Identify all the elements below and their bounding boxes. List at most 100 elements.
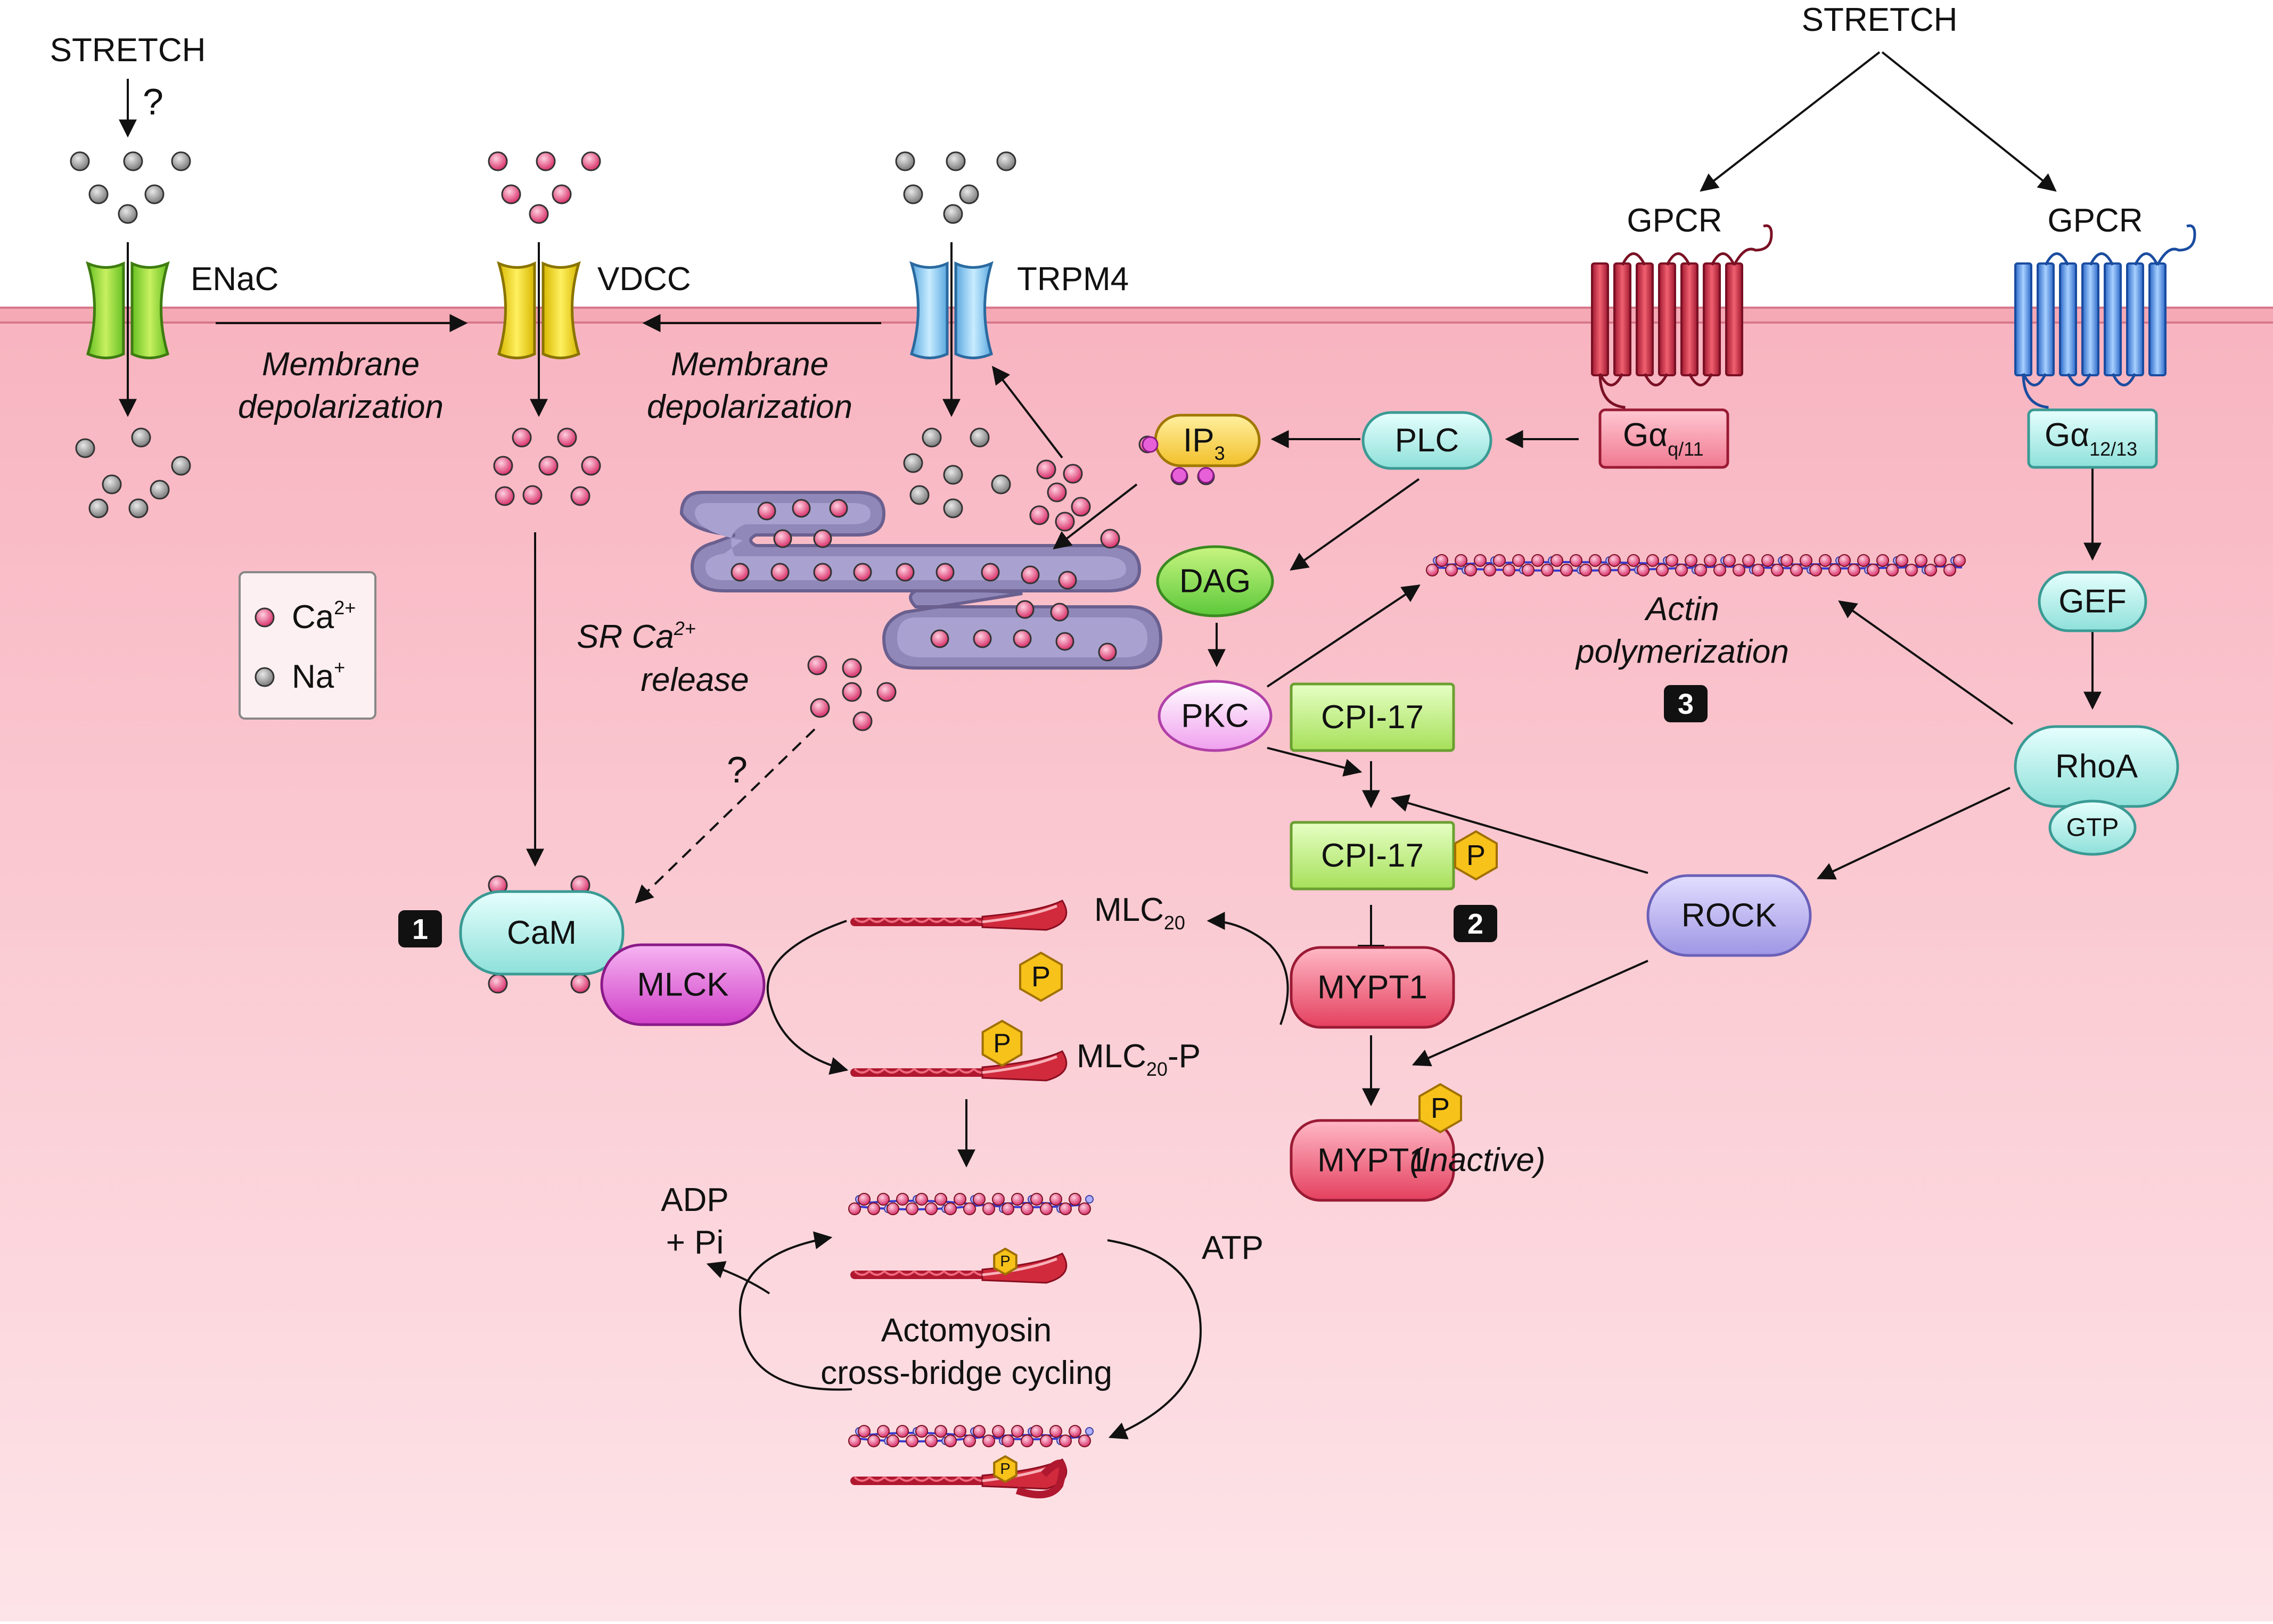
phospho-cycle-bottom-label: P — [1000, 1461, 1010, 1478]
ca-ion — [581, 456, 601, 476]
ca-ion — [495, 486, 515, 506]
ca-ion — [1050, 603, 1069, 622]
phospho-free-label: P — [1031, 961, 1051, 993]
na-ion — [991, 474, 1011, 494]
ca-ion — [570, 486, 590, 506]
mlck-node-label: MLCK — [637, 967, 728, 1003]
ip3-phosphate — [1142, 436, 1159, 453]
g-alpha-q11-label: Gαq/11 — [1623, 417, 1703, 460]
g-alpha-1213-node: Gα12/13 — [2027, 408, 2158, 469]
rock-node: ROCK — [1646, 874, 1812, 957]
na-ion — [70, 151, 90, 171]
atp-label: ATP — [1202, 1230, 1263, 1266]
ca-ion — [1047, 482, 1067, 502]
sarcoplasmic-reticulum — [679, 491, 1163, 670]
ca-ion — [807, 655, 827, 675]
ca-ion — [1055, 512, 1075, 532]
na-ion — [88, 498, 109, 518]
na-ion — [102, 474, 122, 494]
na-ion — [75, 438, 95, 458]
actin-filament-polymerized — [1426, 554, 1966, 576]
phospho-mypt1: P — [1418, 1083, 1462, 1134]
ca-ion — [852, 711, 873, 731]
rhoa-node: RhoA — [2014, 725, 2179, 808]
mlc20-label: MLC20 — [1094, 892, 1185, 934]
ca-ion — [829, 499, 848, 518]
ca-ion — [896, 563, 915, 582]
arrow-mypt1-dephosphorylation — [1207, 912, 1289, 1025]
pkc-node — [1158, 680, 1273, 752]
gpcr-g12 — [2014, 224, 2196, 421]
na-ion — [946, 151, 966, 171]
ca-ion — [488, 151, 508, 171]
badge-3-label: 3 — [1678, 688, 1694, 720]
actin-filament-cycle-top — [848, 1193, 1094, 1215]
badge-1-label: 1 — [412, 913, 428, 945]
badge-2-label: 2 — [1467, 908, 1483, 940]
na-ion — [909, 485, 930, 505]
actin-poly-line2: polymerization — [1575, 633, 1789, 670]
dag-label: DAG — [1179, 563, 1251, 600]
ca-ion — [1036, 459, 1056, 480]
ca-ion — [813, 529, 832, 548]
gpcr-right-label: GPCR — [2047, 202, 2143, 239]
mypt1-node-label: MYPT1 — [1317, 969, 1427, 1006]
ca-ion — [757, 501, 776, 521]
legend-ca-charge: 2+ — [334, 597, 356, 619]
cytoplasm — [0, 311, 2273, 1621]
ca-ion — [981, 563, 1000, 582]
g-alpha-q11-node: Gαq/11 — [1598, 408, 1729, 469]
ip3-phosphate — [1197, 467, 1215, 484]
badge-2: 2 — [1454, 905, 1497, 942]
cpi17-node: CPI-17 — [1290, 682, 1455, 752]
enac-channel — [86, 261, 170, 359]
na-ion — [150, 480, 170, 500]
stretch-left-label: STRETCH — [50, 32, 206, 69]
ca-ion — [1063, 464, 1083, 484]
ca-ion — [930, 629, 949, 648]
ion-legend: Ca2+ Na+ — [239, 571, 376, 720]
crossbridge-line1: Actomyosin — [881, 1312, 1052, 1349]
na-ion — [123, 151, 143, 171]
phospho-cpi17: P — [1454, 830, 1498, 881]
ca-ion — [552, 184, 572, 204]
ca-ion — [570, 974, 590, 994]
myosin-cycle-top — [850, 1252, 1068, 1284]
phospho-cycle-top: P — [993, 1247, 1017, 1276]
g-alpha-1213-label: Gα12/13 — [2045, 417, 2137, 460]
ca-ion — [813, 563, 832, 582]
ca-ion — [1013, 629, 1032, 648]
ca-ion — [538, 456, 559, 476]
enac-label: ENaC — [191, 261, 278, 298]
ca-ion — [1071, 497, 1091, 517]
cam-node-label: CaM — [507, 914, 577, 951]
na-ion — [970, 427, 990, 448]
adp-label: ADP — [661, 1182, 728, 1218]
phospho-cycle-top-label: P — [1000, 1253, 1010, 1270]
badge-1: 1 — [398, 910, 442, 947]
legend-na-label: Na — [292, 658, 334, 695]
mlc20p-label: MLC20-P — [1077, 1038, 1201, 1080]
na-ion — [118, 204, 138, 224]
question-mark-top: ? — [143, 81, 163, 122]
arrow-adp-release — [706, 1261, 770, 1295]
svg-text:Na+: Na+ — [292, 656, 345, 695]
mypt1-inactive-node: MYPT1 — [1290, 1119, 1455, 1202]
ca-ion — [522, 485, 543, 505]
ip3-label: IP3 — [1183, 422, 1225, 464]
arrow-cycle-left — [738, 1231, 852, 1391]
na-ion — [144, 184, 165, 204]
pi-label: + Pi — [666, 1224, 724, 1261]
arrow-rock-mypt1 — [1412, 960, 1648, 1067]
ca-ion — [853, 563, 872, 582]
actin-filament-cycle-bottom — [848, 1425, 1094, 1447]
arrow-rock-cpi17 — [1390, 794, 1648, 874]
ca-ion — [792, 499, 811, 518]
ca-ion — [1015, 600, 1035, 619]
phospho-mlc20-label: P — [993, 1028, 1011, 1058]
gef-node: GEF — [2038, 571, 2147, 632]
phospho-cpi17-label: P — [1466, 839, 1486, 871]
na-ion — [128, 498, 149, 518]
arrow-stretch-gq — [1700, 51, 1881, 192]
